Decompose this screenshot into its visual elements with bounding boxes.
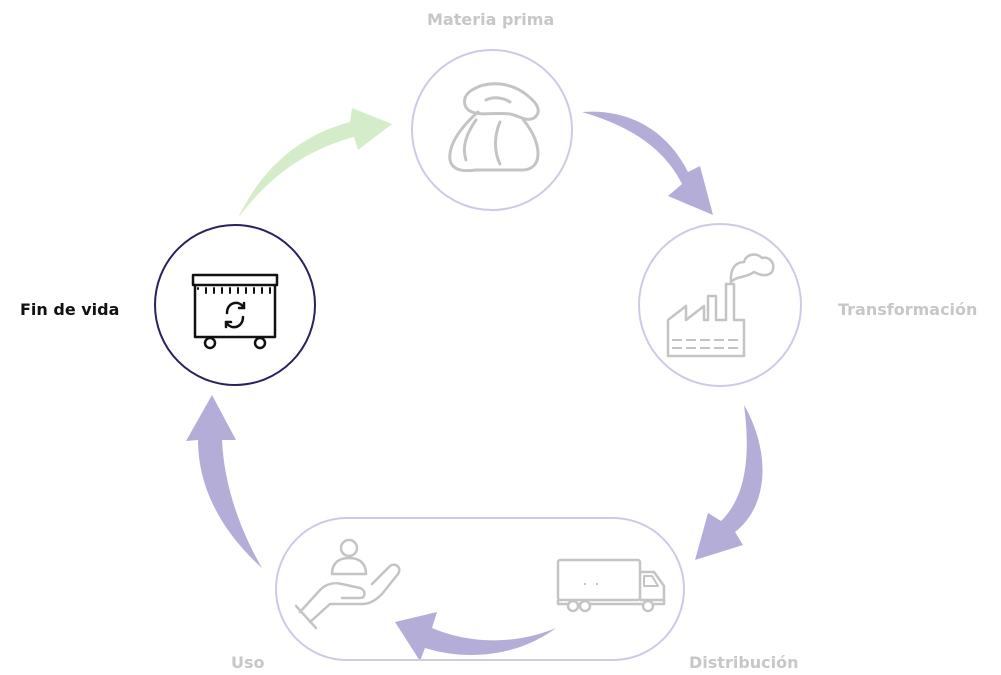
truck-icon xyxy=(556,558,666,613)
arrow-uso-to-fin xyxy=(186,395,262,568)
node-uso-distribucion-container xyxy=(275,517,685,661)
arrow-transformacion-to-distribucion xyxy=(695,405,763,560)
hand-person-icon xyxy=(294,538,401,630)
factory-icon xyxy=(666,253,775,358)
label-fin-de-vida: Fin de vida xyxy=(20,300,120,319)
node-fin-de-vida[interactable] xyxy=(154,224,316,386)
label-transformacion: Transformación xyxy=(838,300,978,319)
recycle-bin-icon xyxy=(191,273,279,350)
arrow-fin-to-materia xyxy=(238,108,392,218)
label-distribucion: Distribución xyxy=(689,653,799,672)
label-uso: Uso xyxy=(231,653,265,672)
node-transformacion[interactable] xyxy=(638,223,802,387)
sack-icon xyxy=(448,82,540,173)
arrow-distribucion-to-uso xyxy=(395,612,556,661)
arrow-materia-to-transformacion xyxy=(582,111,713,215)
label-materia-prima: Materia prima xyxy=(427,10,555,29)
node-materia-prima[interactable] xyxy=(411,49,573,211)
node-uso[interactable] xyxy=(294,538,401,630)
node-distribucion[interactable] xyxy=(556,558,666,613)
